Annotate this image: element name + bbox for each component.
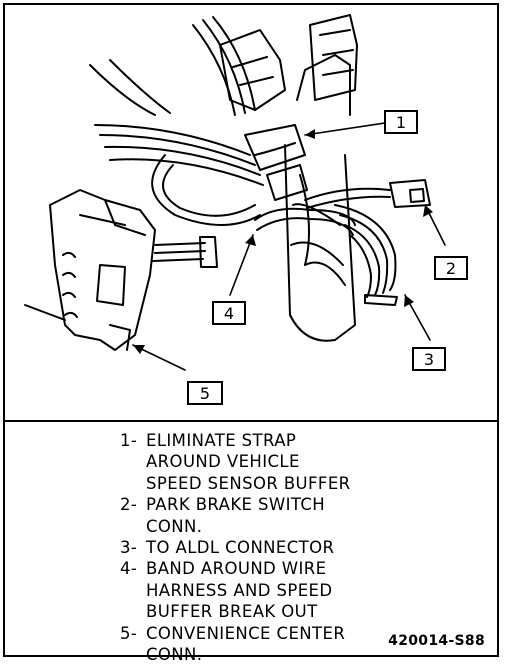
legend-line: ELIMINATE STRAP <box>146 431 297 450</box>
legend-line: BUFFER BREAK OUT <box>146 602 318 622</box>
convenience-center <box>24 189 218 351</box>
speed-sensor-buffer <box>244 124 308 201</box>
left-wire-loop <box>89 59 264 226</box>
legend-item-4: 4- BAND AROUND WIRE <box>120 558 480 579</box>
callout-4: 4 <box>212 301 246 325</box>
legend-item-2: 2- PARK BRAKE SWITCH <box>120 494 480 515</box>
upper-harness <box>192 14 358 116</box>
legend-number: 2- <box>120 495 138 515</box>
legend-line: CONVENIENCE CENTER <box>146 623 346 643</box>
legend-line: TO ALDL CONNECTOR <box>146 538 335 558</box>
legend-line: SPEED SENSOR BUFFER <box>146 473 351 493</box>
callout-2: 2 <box>434 256 468 280</box>
legend-item-1: 1- ELIMINATE STRAP <box>120 430 480 451</box>
park-brake-connector <box>304 179 431 209</box>
legend-number: 4- <box>120 559 138 579</box>
legend-item-3: 3- TO ALDL CONNECTOR <box>120 537 480 558</box>
callout-5: 5 <box>187 381 223 405</box>
legend-number: 1- <box>120 431 138 450</box>
callout-1: 1 <box>384 110 418 134</box>
legend-line: PARK BRAKE SWITCH <box>146 495 326 515</box>
legend-line: CONN. <box>146 645 203 665</box>
legend-line: HARNESS AND SPEED <box>146 580 333 600</box>
legend-item-5: 5- CONVENIENCE CENTER <box>120 623 480 644</box>
legend-number: 3- <box>120 538 138 558</box>
diagram-frame: 1 2 3 4 5 1- ELIMINATE STRAP AROUND VEHIC… <box>3 3 499 664</box>
callout-3: 3 <box>412 347 446 371</box>
figure-code: 420014-S88 <box>388 633 485 649</box>
svg-text:5: 5 <box>200 384 210 403</box>
aldl-branch-wires <box>334 204 398 306</box>
svg-text:3: 3 <box>424 350 434 369</box>
legend-line: AROUND VEHICLE <box>146 452 300 472</box>
wiring-illustration: 1 2 3 4 5 <box>24 14 468 405</box>
harness-band <box>254 207 356 236</box>
svg-text:4: 4 <box>224 304 234 323</box>
legend-number: 5- <box>120 623 138 643</box>
svg-text:1: 1 <box>396 113 406 132</box>
legend: 1- ELIMINATE STRAP AROUND VEHICLE SPEED S… <box>120 430 480 665</box>
legend-line: CONN. <box>146 516 203 536</box>
legend-line: BAND AROUND WIRE <box>146 559 327 579</box>
leader-arrowheads <box>133 129 433 354</box>
svg-text:2: 2 <box>446 259 456 278</box>
divider <box>5 420 497 422</box>
